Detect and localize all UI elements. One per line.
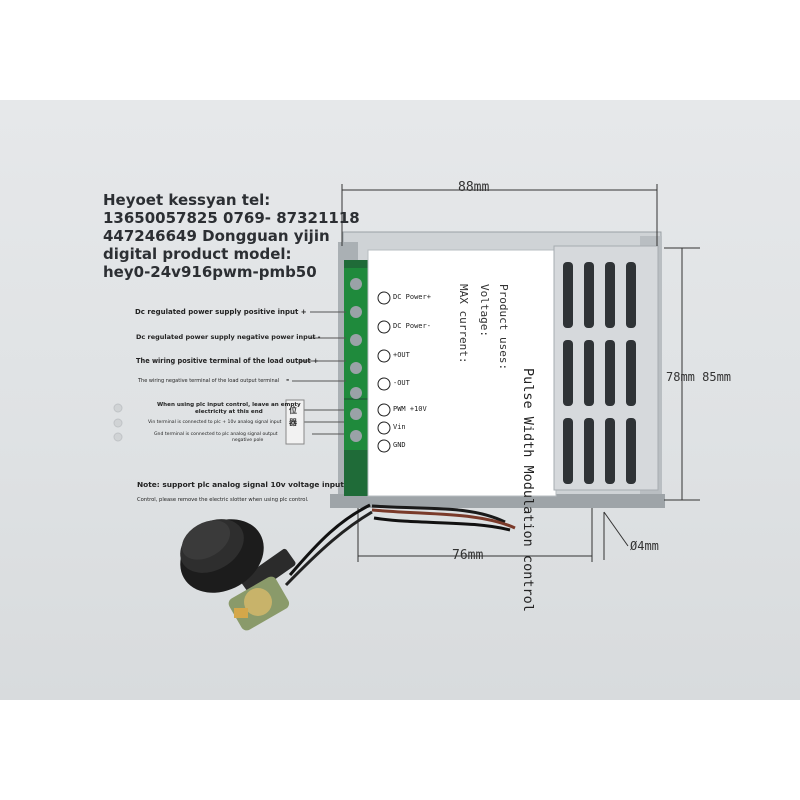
panel-title: Pulse Width Modulation control bbox=[520, 368, 536, 612]
label-load-negative-sign: - bbox=[286, 375, 290, 384]
panel-product-uses: Product uses: bbox=[497, 284, 510, 371]
panel-max-current: MAX current: bbox=[457, 284, 470, 364]
header-line: Heyoet kessyan tel: bbox=[103, 191, 271, 209]
dimension-top: 88mm bbox=[458, 180, 490, 195]
label-plc-note-a: When using plc input control, leave an e… bbox=[157, 402, 301, 408]
header-line: 13650057825 0769- 87321118 bbox=[103, 209, 360, 227]
label-load-negative: The wiring negative terminal of the load… bbox=[138, 378, 280, 384]
connector-box bbox=[285, 399, 305, 445]
header-text: Heyoet kessyan tel: 13650057825 0769- 87… bbox=[103, 191, 360, 281]
terminal-label: GND bbox=[393, 441, 406, 449]
label-load-positive: The wiring positive terminal of the load… bbox=[136, 357, 319, 365]
label-vin: Vin terminal is connected to plc + 10v a… bbox=[148, 420, 282, 425]
label-panel bbox=[367, 249, 557, 497]
terminal-label: -OUT bbox=[393, 379, 410, 387]
note-plc-analog: Note: support plc analog signal 10v volt… bbox=[137, 480, 344, 489]
product-photo: Heyoet kessyan tel: 13650057825 0769- 87… bbox=[0, 100, 800, 700]
connector-mark: 位器 bbox=[289, 406, 297, 427]
pwm-controller-illustration bbox=[113, 184, 700, 631]
header-line: hey0-24v916pwm-pmb50 bbox=[103, 263, 317, 281]
terminal-label: DC Power- bbox=[393, 322, 431, 330]
vent-slots bbox=[563, 262, 636, 484]
header-line: digital product model: bbox=[103, 245, 292, 263]
mounting-rail bbox=[330, 494, 665, 508]
label-dc-negative: Dc regulated power supply negative power… bbox=[136, 333, 321, 341]
label-plc-note-b: electricity at this end bbox=[195, 409, 263, 415]
label-dc-positive: Dc regulated power supply positive input… bbox=[135, 308, 307, 316]
terminal-label: PWM +10V bbox=[393, 405, 427, 413]
dimension-right: 78mm 85mm bbox=[666, 370, 732, 384]
header-line: 447246649 Dongguan yijin bbox=[103, 227, 330, 245]
dimension-hole: Ø4mm bbox=[630, 539, 659, 553]
potentiometer-knob bbox=[180, 519, 296, 631]
label-gnd-a: Gnd terminal is connected to plc analog … bbox=[154, 432, 278, 437]
terminal-label: +OUT bbox=[393, 351, 410, 359]
wires bbox=[284, 503, 516, 587]
panel-voltage: Voltage: bbox=[478, 284, 491, 337]
note-plc-control: Control, please remove the electric slot… bbox=[137, 497, 309, 503]
terminal-label: DC Power+ bbox=[393, 293, 431, 301]
terminal-label: Vin bbox=[393, 423, 406, 431]
terminal-block bbox=[344, 268, 370, 450]
label-gnd-b: negative pole bbox=[232, 438, 264, 443]
dimension-bottom: 76mm bbox=[452, 548, 484, 563]
